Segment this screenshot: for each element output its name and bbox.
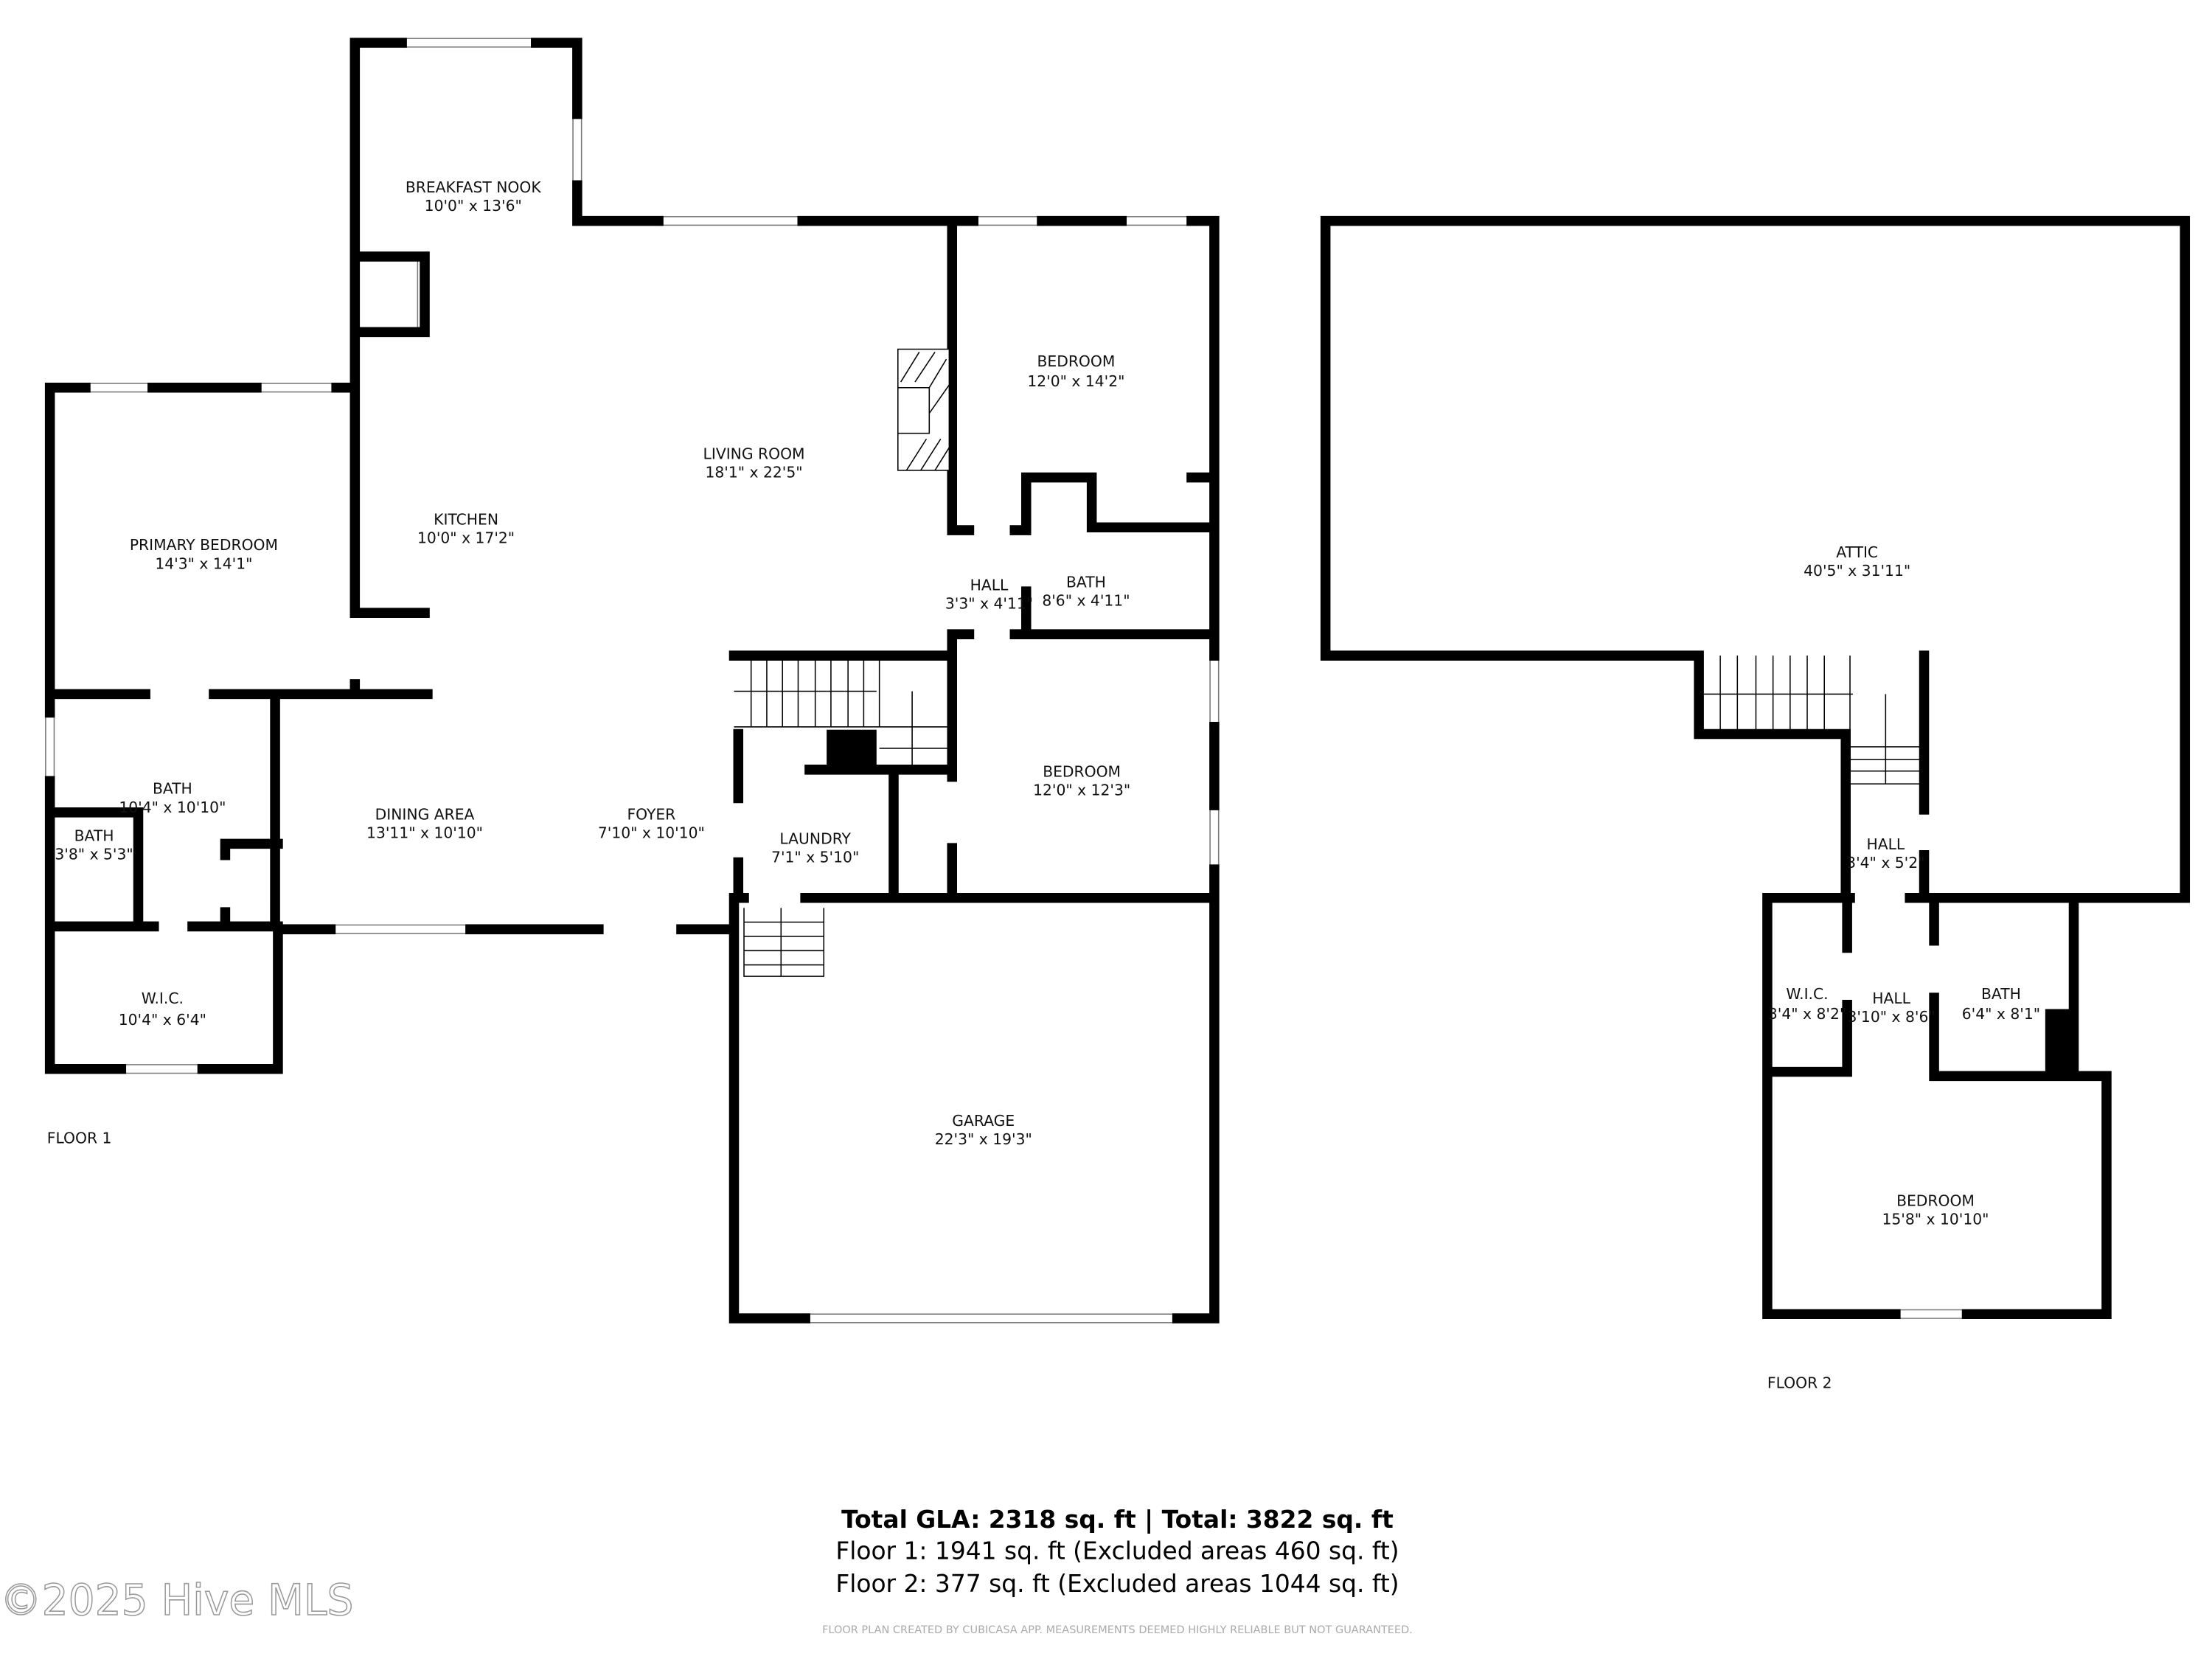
stairs — [734, 655, 953, 977]
room-name: W.I.C. — [1786, 985, 1828, 1003]
area-summary: Total GLA: 2318 sq. ft | Total: 3822 sq.… — [835, 1505, 1399, 1598]
floor-1-label: FLOOR 1 — [47, 1129, 112, 1147]
room-dims: 10'0" x 13'6" — [425, 197, 522, 215]
room-dims: 10'4" x 10'10" — [119, 799, 226, 816]
stairs — [1703, 655, 1924, 785]
room-dims: 3'3" x 4'11" — [945, 594, 1033, 612]
room-dims: 7'10" x 10'10" — [598, 824, 705, 842]
room-name: BEDROOM — [1043, 762, 1121, 780]
fireplace — [897, 348, 950, 471]
room-name: HALL — [1872, 990, 1910, 1007]
chimney-block — [827, 729, 877, 770]
room-name: LAUNDRY — [779, 830, 851, 847]
room-name: GARAGE — [952, 1112, 1015, 1130]
floor-1-area: Floor 1: 1941 sq. ft (Excluded areas 460… — [835, 1537, 1399, 1565]
room-dims: 8'6" x 4'11" — [1042, 592, 1130, 610]
floor-2-plan: ATTIC 40'5" x 31'11" HALL 3'4" x 5'2" W.… — [1320, 215, 2191, 1392]
watermark: ©2025 Hive MLS — [0, 1575, 353, 1625]
total-area: Total GLA: 2318 sq. ft | Total: 3822 sq.… — [841, 1505, 1394, 1534]
room-name: BEDROOM — [1896, 1192, 1975, 1209]
room-dims: 12'0" x 14'2" — [1027, 372, 1124, 390]
disclaimer: FLOOR PLAN CREATED BY CUBICASA APP. MEAS… — [822, 1624, 1413, 1636]
room-dims: 14'3" x 14'1" — [155, 554, 252, 572]
room-name: FOYER — [627, 805, 675, 823]
room-name: BATH — [1066, 573, 1106, 591]
room-dims: 22'3" x 19'3" — [935, 1130, 1032, 1148]
room-dims: 6'4" x 8'1" — [1962, 1005, 2040, 1023]
room-name: BATH — [153, 780, 192, 798]
floor-2-area: Floor 2: 377 sq. ft (Excluded areas 1044… — [835, 1569, 1399, 1598]
room-name: ATTIC — [1836, 543, 1878, 561]
floor-1-plan: BREAKFAST NOOK 10'0" x 13'6" LIVING ROOM… — [44, 38, 1220, 1324]
room-dims: 40'5" x 31'11" — [1804, 562, 1910, 580]
room-dims: 3'4" x 5'2" — [1846, 854, 1924, 872]
room-name: KITCHEN — [434, 510, 498, 528]
room-dims: 18'1" x 22'5" — [705, 464, 802, 481]
room-name: LIVING ROOM — [703, 445, 805, 462]
room-name: DINING AREA — [375, 805, 475, 823]
room-dims: 10'0" x 17'2" — [417, 529, 515, 546]
room-dims: 3'4" x 8'2" — [1768, 1005, 1846, 1023]
room-dims: 12'0" x 12'3" — [1033, 782, 1130, 799]
room-name: BATH — [1981, 985, 2021, 1003]
chimney-block — [2045, 1009, 2077, 1077]
room-name: BATH — [74, 827, 114, 844]
room-name: HALL — [1866, 835, 1905, 853]
room-dims: 15'8" x 10'10" — [1882, 1210, 1989, 1228]
room-labels-floor-1: BREAKFAST NOOK 10'0" x 13'6" LIVING ROOM… — [47, 178, 1130, 1148]
room-dims: 7'1" x 5'10" — [771, 848, 859, 866]
room-name: PRIMARY BEDROOM — [130, 536, 278, 554]
floor-2-label: FLOOR 2 — [1767, 1374, 1832, 1392]
room-name: BEDROOM — [1037, 352, 1115, 370]
room-dims: 10'4" x 6'4" — [119, 1011, 206, 1029]
room-name: BREAKFAST NOOK — [406, 178, 541, 196]
room-name: W.I.C. — [142, 990, 184, 1007]
room-name: HALL — [970, 576, 1009, 594]
room-labels-floor-2: ATTIC 40'5" x 31'11" HALL 3'4" x 5'2" W.… — [1767, 543, 2040, 1392]
room-dims: 3'10" x 8'6" — [1847, 1008, 1935, 1026]
room-dims: 13'11" x 10'10" — [366, 824, 483, 842]
room-dims: 3'8" x 5'3" — [55, 846, 133, 863]
